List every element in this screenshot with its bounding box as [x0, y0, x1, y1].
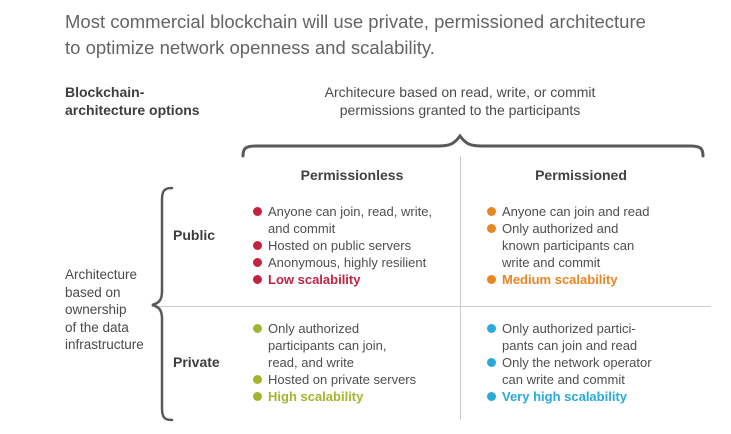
bullet-item: Medium scalability [487, 271, 699, 288]
bullet-item: Only authorized and known participants c… [487, 220, 699, 271]
bullet-item: Only the network operator can write and … [487, 354, 705, 388]
column-header-permissionless: Permissionless [300, 167, 404, 183]
bullet-item: Anyone can join and read [487, 203, 699, 220]
bullet-item: Only authorized participants can join, r… [253, 320, 455, 371]
quadrant-private-permissioned: Only authorized partici- pants can join … [487, 320, 705, 405]
bullet-item: High scalability [253, 388, 455, 405]
bullet-dot-icon [253, 375, 262, 384]
bullet-dot-icon [487, 224, 496, 233]
bullet-item-label: Medium scalability [502, 272, 618, 287]
bullet-item-label: Hosted on private servers [268, 372, 417, 387]
bullet-dot-icon [253, 258, 262, 267]
quadrant-private-permissionless: Only authorized participants can join, r… [253, 320, 455, 405]
bullet-dot-icon [253, 324, 262, 333]
bullet-item-label: Low scalability [268, 272, 361, 287]
bullet-item-label: Anonymous, highly resilient [268, 255, 427, 270]
bullet-item-label: Only authorized partici- pants can join … [502, 321, 638, 353]
bullet-dot-icon [487, 207, 496, 216]
bullet-item: Hosted on private servers [253, 371, 455, 388]
top-curly-brace-icon [241, 133, 705, 158]
bullet-dot-icon [487, 358, 496, 367]
left-axis-description: Architecture based on ownership of the d… [65, 267, 144, 352]
left-curly-brace-icon [151, 186, 174, 422]
bullet-dot-icon [253, 241, 262, 250]
bullet-item-label: Anyone can join and read [502, 204, 650, 219]
bullet-item: Low scalability [253, 271, 455, 288]
bullet-item-label: Anyone can join, read, write, and commit [268, 204, 433, 236]
horizontal-divider [154, 306, 711, 307]
quadrant-public-permissionless: Anyone can join, read, write, and commit… [253, 203, 455, 288]
page-title: Most commercial blockchain will use priv… [65, 11, 646, 58]
row-header-public: Public [173, 227, 216, 243]
bullet-item: Anonymous, highly resilient [253, 254, 455, 271]
axis-group-label: Blockchain- architecture options [65, 84, 200, 118]
row-header-private: Private [173, 354, 220, 370]
bullet-item: Very high scalability [487, 388, 705, 405]
bullet-dot-icon [487, 324, 496, 333]
bullet-dot-icon [487, 392, 496, 401]
bullet-dot-icon [253, 207, 262, 216]
bullet-item-label: High scalability [268, 389, 364, 404]
bullet-item-label: Only authorized participants can join, r… [268, 321, 387, 370]
bullet-item-label: Hosted on public servers [268, 238, 412, 253]
column-header-permissioned: Permissioned [535, 167, 627, 183]
bullet-item-label: Only authorized and known participants c… [502, 221, 635, 270]
top-axis-description: Architecure based on read, write, or com… [324, 84, 596, 118]
bullet-dot-icon [253, 275, 262, 284]
bullet-item: Anyone can join, read, write, and commit [253, 203, 455, 237]
vertical-divider [460, 156, 461, 420]
bullet-dot-icon [253, 392, 262, 401]
bullet-dot-icon [487, 275, 496, 284]
bullet-item-label: Only the network operator can write and … [502, 355, 652, 387]
bullet-item-label: Very high scalability [502, 389, 627, 404]
bullet-item: Hosted on public servers [253, 237, 455, 254]
bullet-item: Only authorized partici- pants can join … [487, 320, 705, 354]
